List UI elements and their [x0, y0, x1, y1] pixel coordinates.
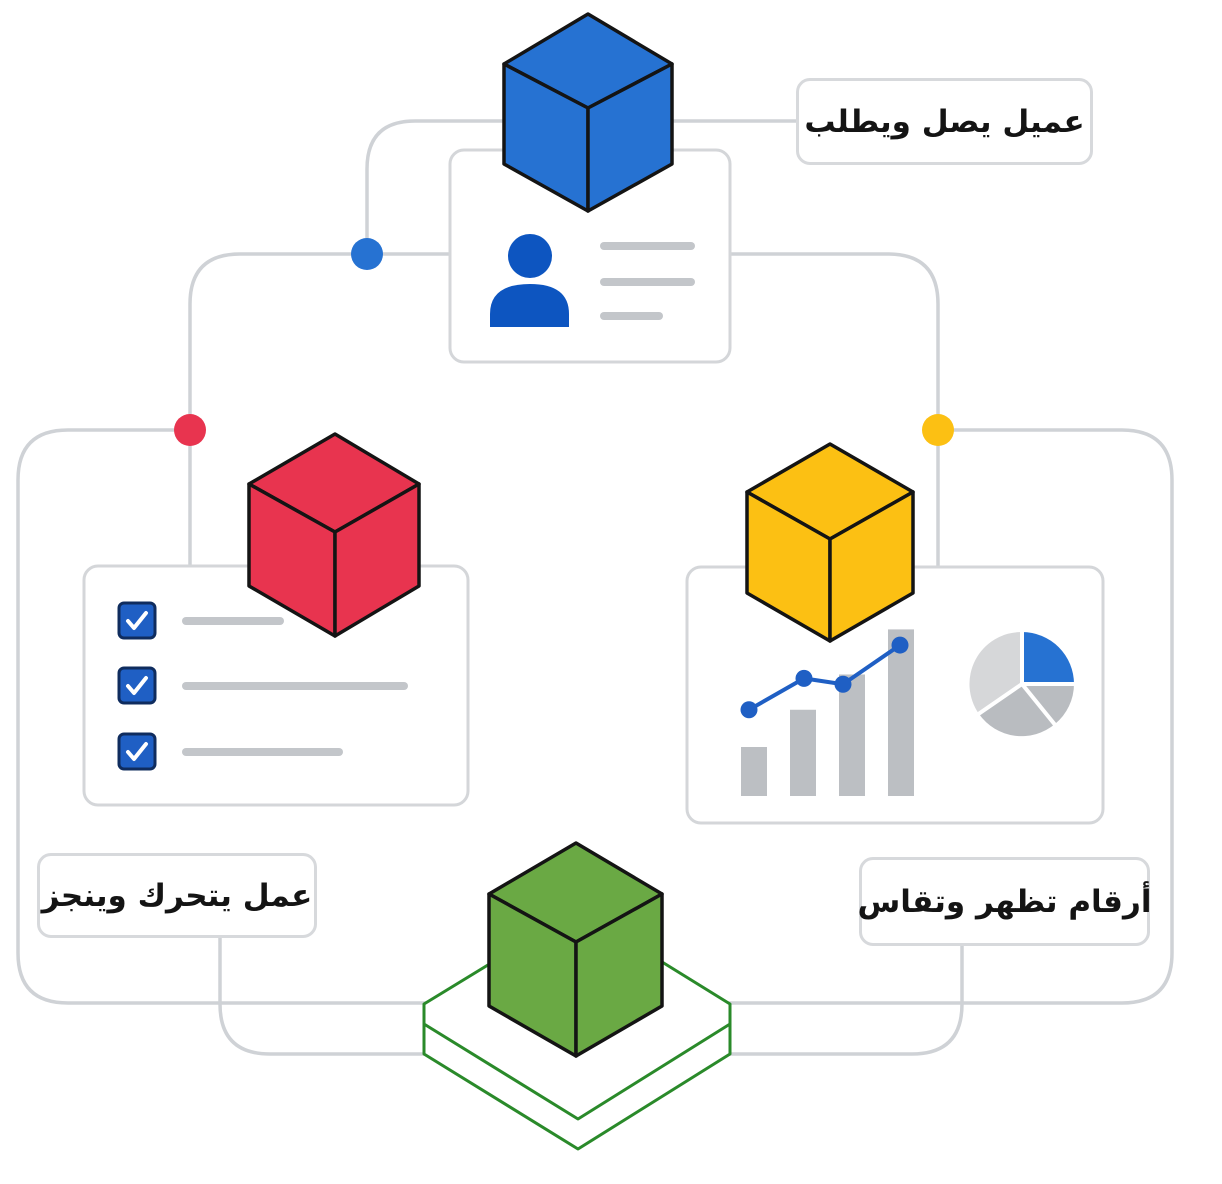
pie-slice-highlight: [1022, 632, 1074, 684]
checkbox-1: [117, 601, 157, 640]
mini-line-point: [740, 701, 758, 719]
pie-chart-icon: [969, 628, 1078, 737]
mini-line-path: [748, 643, 902, 712]
connectors: [16, 119, 1174, 1056]
connector-outer-right: [720, 428, 1174, 1005]
checkbox-3: [117, 732, 157, 771]
yellow-cube-icon: [745, 442, 915, 643]
green-cube-icon: [487, 841, 664, 1058]
connector-work-label: [218, 936, 432, 1056]
checkbox-2: [117, 666, 157, 705]
red-connector-dot: [174, 414, 206, 446]
mini-bar: [839, 674, 865, 796]
numbers-label-text: أرقام تظهر وتقاس: [857, 883, 1152, 920]
connector-numbers-label: [720, 944, 964, 1056]
numbers-label: أرقام تظهر وتقاس: [857, 857, 1152, 946]
pie-slice-light: [969, 631, 1022, 714]
checklist-icon: [117, 601, 157, 771]
work-label-text: عمل يتحرك وينجز: [41, 877, 313, 914]
connector-card-right: [728, 252, 940, 568]
pie-slice-mid: [1022, 684, 1074, 724]
customer-label: عميل يصل ويطلب: [796, 78, 1093, 165]
customer-card: [448, 148, 732, 364]
analytics-chart-icon: [740, 628, 1078, 796]
pie-slice-dark: [979, 684, 1055, 737]
mini-line-point: [834, 675, 852, 693]
red-cube-icon: [247, 432, 421, 638]
yellow-connector-dot: [922, 414, 954, 446]
mini-bar-chart: [741, 629, 914, 796]
blue-cube-icon: [502, 12, 674, 213]
connector-card-left: [188, 252, 452, 568]
checklist-text-lines: [182, 617, 408, 756]
customer-label-text: عميل يصل ويطلب: [804, 103, 1085, 140]
mini-line-point: [795, 669, 813, 687]
connector-outer-left: [16, 428, 432, 1005]
connector-top-left: [365, 119, 506, 256]
mini-line-chart: [740, 636, 909, 719]
blue-connector-dot: [351, 238, 383, 270]
work-label: عمل يتحرك وينجز: [37, 853, 317, 938]
analytics-card: [685, 565, 1105, 825]
user-profile-icon: [490, 234, 569, 327]
mini-bar: [790, 709, 816, 796]
customer-card-text-lines: [600, 242, 695, 320]
mini-bar: [888, 629, 914, 796]
mini-line-point: [891, 636, 909, 654]
mini-bar: [741, 747, 767, 796]
